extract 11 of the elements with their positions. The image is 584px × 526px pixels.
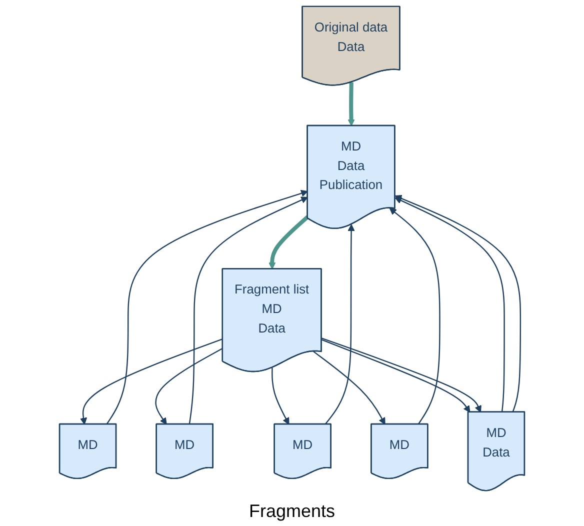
arrow [268, 215, 310, 270]
arrow [106, 190, 308, 425]
arrow [389, 208, 440, 425]
arrow [324, 224, 355, 425]
arrow [188, 196, 308, 424]
arrow [272, 368, 290, 425]
arrow [80, 338, 224, 425]
arrow [155, 348, 224, 425]
arrow [313, 350, 386, 425]
note-label: Fragments [248, 501, 336, 522]
arrow [348, 82, 355, 126]
